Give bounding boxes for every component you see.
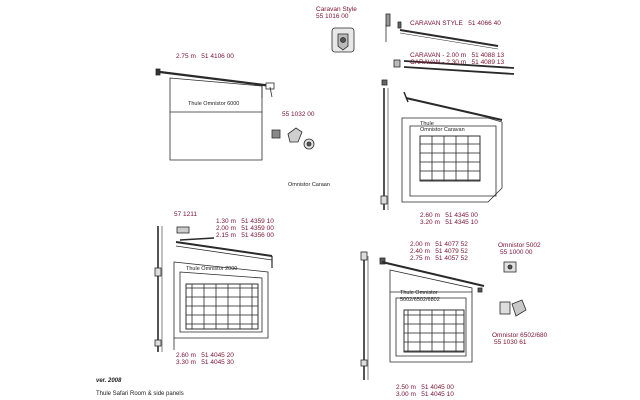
- rod-label-2-15: 2.15 m 51 4356 00: [216, 232, 274, 239]
- bracket-icon: [271, 127, 315, 150]
- rod-label-caravan-2-00: CARAVAN - 2.00 m 51 4088 13: [410, 52, 504, 59]
- rod-length: 1.30 m: [216, 218, 236, 225]
- rod-label-2-75: 2.75 m 51 4106 00: [176, 53, 234, 60]
- rod-label-2-60-top: 2.60 m 51 4345 00: [420, 212, 478, 219]
- rod-length: 2.60 m: [420, 212, 440, 219]
- clip-6502-icon: [499, 299, 527, 317]
- version-label: ver. 2008: [96, 378, 122, 384]
- rod-label-3-30-bl: 3.30 m 51 4045 30: [176, 359, 234, 366]
- window-grid-caravan: [419, 135, 481, 182]
- rod-length: 2.75 m: [176, 53, 196, 60]
- rod-length: 3.30 m: [176, 359, 196, 366]
- omnistor-5002-part: 55 1000 00: [500, 249, 533, 256]
- rod-part-number: 51 4057 52: [435, 255, 468, 262]
- rod-length: 3.20 m: [420, 219, 440, 226]
- rod-label-2-60-bl: 2.60 m 51 4045 20: [176, 352, 234, 359]
- panel-6000: [169, 77, 263, 161]
- panel-label-2000: Thule Omnistor 2000: [186, 266, 238, 272]
- rod-part-number: 51 4345 00: [445, 212, 478, 219]
- caption-omnistor-caraan: Omnistor Caraan: [288, 182, 330, 188]
- rod-part-number: 51 4079 52: [435, 248, 468, 255]
- panel-label-6000: Thule Omnistor 6000: [188, 101, 240, 107]
- rod-label-3-20-top: 3.20 m 51 4345 10: [420, 219, 478, 226]
- panel-label-5002-2: 5002/6502/6802: [400, 297, 440, 303]
- rod-label-caravan-2-30: CARAVAN - 2.30 m 51 4089 13: [410, 59, 504, 66]
- top-bracket-part: 57 1211: [174, 211, 198, 218]
- rod-label-2-00-br: 2.00 m 51 4077 52: [410, 241, 468, 248]
- omnistor-2000-assembly: [154, 226, 273, 352]
- omnistor-5002-assembly: [360, 251, 527, 380]
- omnistor-6502-part: 55 1030 61: [494, 339, 527, 346]
- footer-title: Thule Safari Room & side panels: [96, 391, 184, 397]
- rod-part-number: 51 4045 10: [421, 391, 454, 398]
- rod-length: 2.60 m: [176, 352, 196, 359]
- rod-length: CARAVAN - 2.30 m: [410, 59, 467, 66]
- rod-part-number: 51 4088 13: [471, 52, 505, 59]
- rod-length: 2.00 m: [410, 241, 430, 248]
- rod-part-number: 51 4077 52: [435, 241, 468, 248]
- omnistor-5002-label: Omnistor 5002: [498, 242, 541, 249]
- rod-part-number: 51 4356 00: [241, 232, 274, 239]
- rail-title-part: 51 4066 40: [468, 20, 501, 27]
- rod-length: 2.40 m: [410, 248, 430, 255]
- rod-part-number: 51 4106 00: [201, 53, 234, 60]
- window-grid-5002: [403, 309, 465, 353]
- rod-part-number: 51 4045 00: [421, 384, 454, 391]
- caravan-style-part-number: 55 1016 00: [316, 13, 349, 20]
- rail-title-text: CARAVAN STYLE: [410, 20, 463, 27]
- window-grid-2000: [185, 283, 259, 330]
- omnistor-6000-assembly: [155, 68, 315, 161]
- rod-label-2-40-br: 2.40 m 51 4079 52: [410, 248, 468, 255]
- panel-label-5002-1: Thule Omnistor: [400, 290, 438, 296]
- rod-part-number: 51 4089 13: [471, 59, 505, 66]
- rod-length: CARAVAN - 2.00 m: [410, 52, 467, 59]
- rod-length: 3.00 m: [396, 391, 416, 398]
- panel-label-caravan-2: Omnistor Caravan: [420, 127, 465, 133]
- rod-length: 2.50 m: [396, 384, 416, 391]
- clip-5002-icon: [503, 261, 517, 273]
- rod-label-2-00-bl: 2.00 m 51 4359 00: [216, 225, 274, 232]
- caravan-style-label: Caravan Style: [316, 6, 357, 13]
- caravan-assembly: [331, 13, 515, 210]
- panel-label-caravan-1: Thule: [420, 121, 434, 127]
- caravan-style-clip-icon: [331, 27, 355, 53]
- rod-part-number: 51 4045 30: [201, 359, 234, 366]
- rod-length: 2.75 m: [410, 255, 430, 262]
- rod-part-number: 51 4345 10: [445, 219, 478, 226]
- rod-label-2-75-br: 2.75 m 51 4057 52: [410, 255, 468, 262]
- rod-part-number: 51 4359 10: [241, 218, 274, 225]
- rail-title: CARAVAN STYLE 51 4066 40: [410, 20, 501, 27]
- rod-label-2-50-br: 2.50 m 51 4045 00: [396, 384, 454, 391]
- rod-2-75: [159, 70, 273, 88]
- omnistor-6502-label: Omnistor 6502/680: [492, 332, 548, 339]
- caravan-style-rail: [399, 29, 499, 47]
- rod-part-number: 51 4045 20: [201, 352, 234, 359]
- rod-length: 2.15 m: [216, 232, 236, 239]
- rod-label-1-30: 1.30 m 51 4359 10: [216, 218, 274, 225]
- rod-length: 2.00 m: [216, 225, 236, 232]
- rod-part-number: 51 4359 00: [241, 225, 274, 232]
- rod-label-3-00-br: 3.00 m 51 4045 10: [396, 391, 454, 398]
- bracket-part-number: 55 1032 00: [282, 111, 315, 118]
